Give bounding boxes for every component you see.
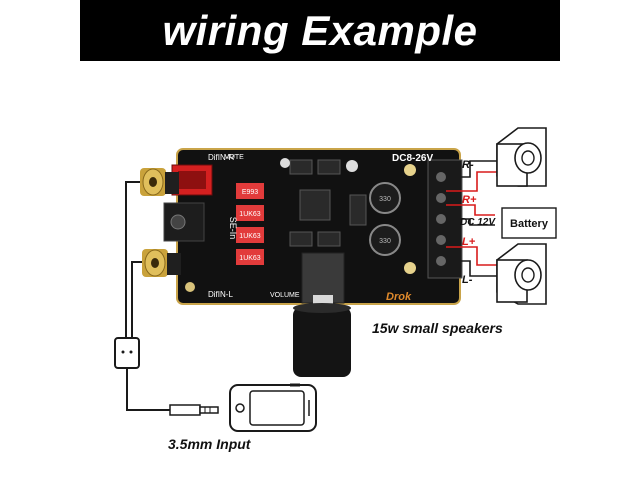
- rca-jack-top: [140, 168, 179, 196]
- volume-knob: [293, 307, 351, 377]
- label-voltage: DC8-26V: [392, 153, 433, 164]
- input-caption: 3.5mm Input: [168, 436, 252, 452]
- label-l-minus: L-: [462, 274, 473, 286]
- label-mute: MUTE: [224, 154, 244, 161]
- component-4-label: 1UK63: [239, 255, 261, 262]
- svg-text:330: 330: [379, 196, 391, 203]
- speaker-right: [496, 127, 547, 187]
- label-difin-l: DifIN-L: [208, 290, 233, 299]
- label-r-plus: R+: [462, 194, 477, 206]
- label-l-plus: L+: [462, 236, 476, 248]
- output-wires: [446, 160, 497, 277]
- label-volume: VOLUME: [270, 292, 300, 299]
- capacitor-bottom: [369, 224, 401, 256]
- component-3: [236, 227, 264, 243]
- amplifier-board: 330 330: [140, 148, 463, 377]
- phone: [229, 383, 317, 432]
- audio-plug: [169, 404, 201, 416]
- input-cable: [114, 181, 219, 416]
- battery: [501, 207, 557, 239]
- speaker-left: [496, 243, 547, 305]
- cable-splitter: [114, 337, 140, 369]
- component-1-label: E993: [242, 189, 258, 196]
- amp-chip: [299, 189, 331, 221]
- speakers-caption: 15w small speakers: [372, 320, 503, 336]
- brand-logo: Drok: [386, 291, 412, 303]
- svg-text:330: 330: [379, 238, 391, 245]
- title-bar: wiring Example: [80, 0, 560, 61]
- rca-jack-bottom: [142, 249, 181, 277]
- component-4: [236, 249, 264, 265]
- component-3-label: 1UK63: [239, 233, 261, 240]
- label-difin-r: DifIN-R: [208, 153, 234, 162]
- label-se-in: SE-In: [228, 217, 238, 240]
- potentiometer-body: [301, 252, 345, 304]
- component-1: [236, 183, 264, 199]
- battery-label: Battery: [510, 218, 549, 230]
- label-r-minus: R-: [462, 159, 474, 171]
- label-dc: DC 12V: [460, 217, 496, 228]
- component-2: [236, 205, 264, 221]
- component-2-label: 1UK63: [239, 211, 261, 218]
- diagram-title: wiring Example: [162, 6, 478, 54]
- capacitor-top: [369, 182, 401, 214]
